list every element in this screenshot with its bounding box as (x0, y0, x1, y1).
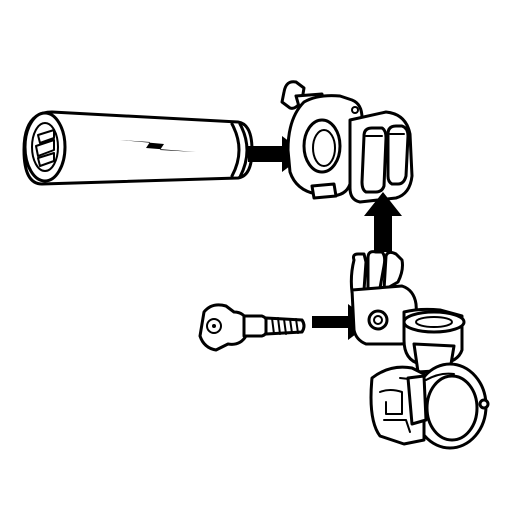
handlebar-mount (351, 252, 488, 448)
battery-pack (24, 112, 252, 184)
quick-release-clamp (282, 82, 412, 202)
thumb-screw (200, 305, 304, 350)
